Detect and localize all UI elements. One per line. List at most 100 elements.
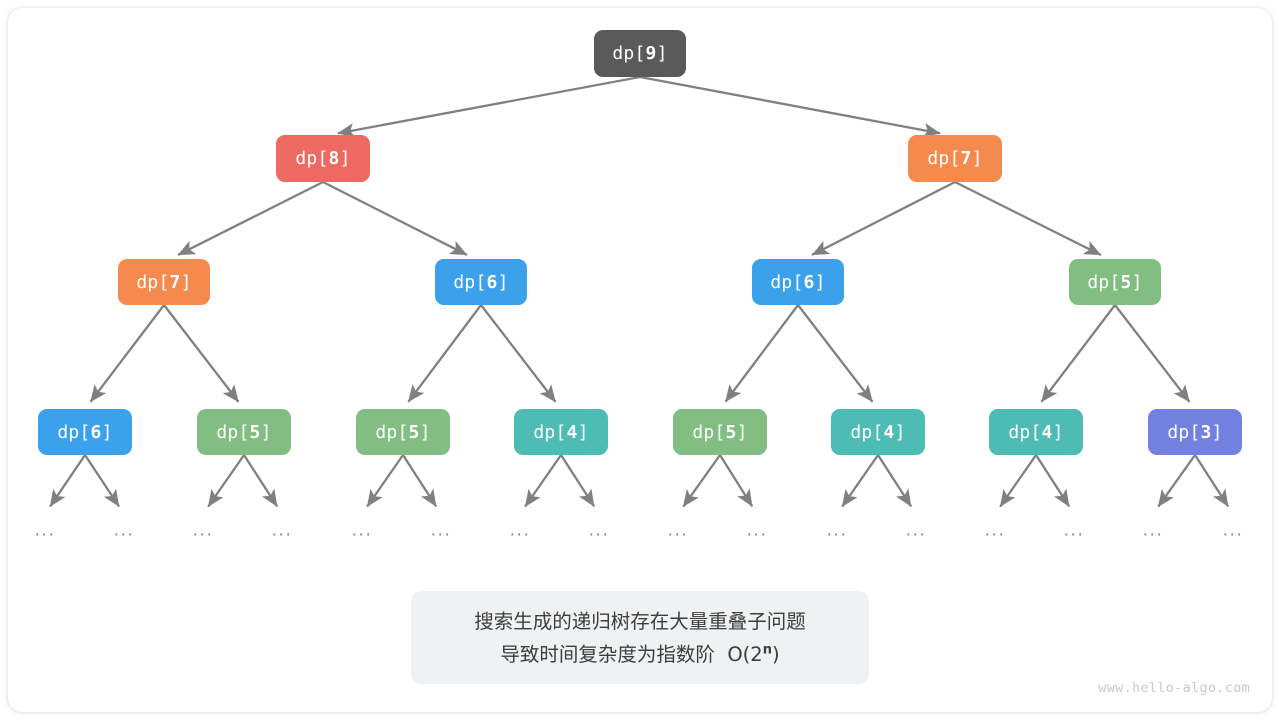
caption-exponent: n <box>762 642 772 657</box>
tree-edge <box>1114 304 1191 403</box>
node-label-prefix: dp[ <box>216 421 250 443</box>
tree-node: dp[8] <box>276 135 370 182</box>
node-label-suffix: ] <box>814 271 826 293</box>
ellipsis-marker: ··· <box>430 525 452 546</box>
node-label-suffix: ] <box>736 421 748 443</box>
node-index: 5 <box>249 421 261 443</box>
node-index: 5 <box>408 421 420 443</box>
node-index: 5 <box>1120 271 1132 293</box>
tree-edge <box>366 454 404 508</box>
node-label-prefix: dp[ <box>1167 421 1201 443</box>
tree-edge <box>877 454 913 508</box>
node-index: 3 <box>1200 421 1212 443</box>
tree-node: dp[7] <box>118 259 210 305</box>
tree-edge <box>89 304 165 403</box>
node-label-prefix: dp[ <box>1008 421 1042 443</box>
tree-edge <box>407 304 482 403</box>
node-label-suffix: ] <box>339 148 351 169</box>
node-label-suffix: ] <box>497 271 509 293</box>
ellipsis-marker: ··· <box>1063 525 1085 546</box>
node-index: 4 <box>1041 421 1053 443</box>
tree-node: dp[4] <box>989 409 1083 455</box>
node-label-prefix: dp[ <box>1087 271 1121 293</box>
node-index: 7 <box>960 148 972 169</box>
watermark: www.hello-algo.com <box>1098 680 1250 696</box>
node-label-suffix: ] <box>577 421 589 443</box>
node-label-suffix: ] <box>1052 421 1064 443</box>
node-index: 7 <box>169 271 181 293</box>
tree-edge <box>560 454 596 508</box>
ellipsis-marker: ··· <box>1142 525 1164 546</box>
tree-node: dp[4] <box>831 409 925 455</box>
node-label-suffix: ] <box>1131 271 1143 293</box>
tree-edge <box>243 454 279 508</box>
ellipsis-marker: ··· <box>826 525 848 546</box>
tree-edge <box>524 454 562 508</box>
tree-node: dp[3] <box>1148 409 1242 455</box>
tree-edge <box>999 454 1037 508</box>
node-label-suffix: ] <box>1211 421 1223 443</box>
node-label-prefix: dp[ <box>692 421 726 443</box>
tree-edge <box>322 180 468 256</box>
tree-node: dp[9] <box>594 30 686 77</box>
tree-node: dp[5] <box>1069 259 1161 305</box>
node-label-suffix: ] <box>894 421 906 443</box>
tree-edge <box>811 180 956 256</box>
caption-line-1: 搜索生成的递归树存在大量重叠子问题 <box>474 609 806 633</box>
node-label-prefix: dp[ <box>453 271 487 293</box>
ellipsis-marker: ··· <box>746 525 768 546</box>
node-index: 6 <box>486 271 498 293</box>
node-index: 5 <box>725 421 737 443</box>
tree-node: dp[5] <box>356 409 450 455</box>
node-index: 4 <box>883 421 895 443</box>
ellipsis-marker: ··· <box>588 525 610 546</box>
ellipsis-marker: ··· <box>113 525 135 546</box>
tree-edge <box>1157 454 1196 508</box>
caption-line-2-text: 导致时间复杂度为指数阶 O(2 <box>500 642 763 666</box>
caption-box: 搜索生成的递归树存在大量重叠子问题 导致时间复杂度为指数阶 O(2n) <box>411 591 869 684</box>
tree-edge <box>402 454 438 508</box>
tree-edge <box>797 304 874 403</box>
node-label-suffix: ] <box>419 421 431 443</box>
node-label-prefix: dp[ <box>375 421 409 443</box>
tree-edge <box>480 304 557 403</box>
node-label-prefix: dp[ <box>927 148 961 169</box>
ellipsis-marker: ··· <box>984 525 1006 546</box>
tree-edge <box>682 454 721 508</box>
tree-edge <box>1040 304 1116 403</box>
node-label-prefix: dp[ <box>295 148 329 169</box>
ellipsis-marker: ··· <box>192 525 214 546</box>
ellipsis-marker: ··· <box>271 525 293 546</box>
node-label-prefix: dp[ <box>136 271 170 293</box>
tree-node: dp[7] <box>908 135 1002 182</box>
node-label-prefix: dp[ <box>57 421 91 443</box>
node-label-suffix: ] <box>101 421 113 443</box>
node-label-prefix: dp[ <box>770 271 804 293</box>
node-index: 6 <box>90 421 102 443</box>
node-label-prefix: dp[ <box>612 43 646 64</box>
ellipsis-marker: ··· <box>509 525 531 546</box>
caption-line-2-tail: ) <box>771 642 780 666</box>
tree-edge <box>207 454 245 508</box>
tree-node: dp[6] <box>435 259 527 305</box>
tree-edge <box>1194 454 1230 508</box>
tree-edge <box>719 454 754 507</box>
tree-node: dp[4] <box>514 409 608 455</box>
ellipsis-marker: ··· <box>667 525 689 546</box>
ellipsis-marker: ··· <box>34 525 56 546</box>
tree-edge <box>49 454 86 508</box>
node-label-prefix: dp[ <box>533 421 567 443</box>
tree-node: dp[5] <box>673 409 767 455</box>
node-index: 6 <box>803 271 815 293</box>
ellipsis-marker: ··· <box>905 525 927 546</box>
node-label-suffix: ] <box>971 148 983 169</box>
node-label-prefix: dp[ <box>850 421 884 443</box>
tree-node: dp[6] <box>752 259 844 305</box>
tree-node: dp[6] <box>38 409 132 455</box>
tree-edge <box>177 180 324 256</box>
tree-edge <box>337 75 641 138</box>
caption-line-2: 导致时间复杂度为指数阶 O(2n) <box>500 638 779 671</box>
ellipsis-marker: ··· <box>1222 525 1244 546</box>
